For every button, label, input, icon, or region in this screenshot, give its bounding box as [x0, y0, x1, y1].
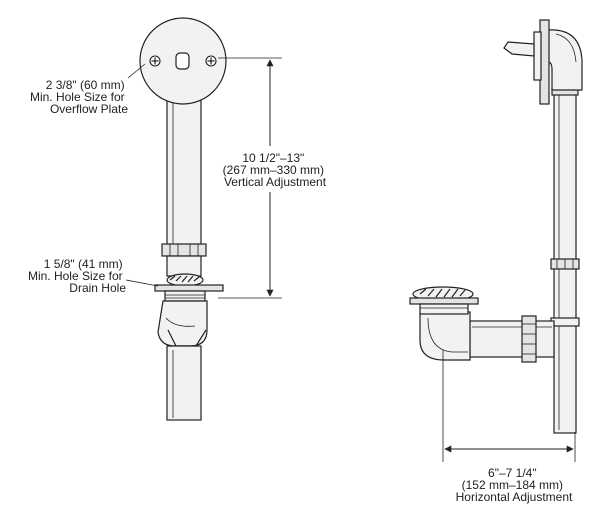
overflow-lever-side [503, 41, 535, 57]
drain-hole-label: 1 5/8" (41 mm) Min. Hole Size for Drain … [28, 257, 126, 295]
overflow-elbow [547, 29, 583, 91]
vertical-adjustment-label: 10 1/2"–13" (267 mm–330 mm) Vertical Adj… [223, 151, 328, 189]
horizontal-coupling [521, 315, 537, 363]
front-view: 2 3/8" (60 mm) Min. Hole Size for Overfl… [28, 17, 342, 421]
horizontal-pipe [469, 320, 555, 358]
tail-pipe [166, 345, 202, 421]
side-drain-strainer [409, 286, 479, 315]
overflow-plate-label: 2 3/8" (60 mm) Min. Hole Size for Overfl… [30, 78, 128, 116]
side-slip-nut [550, 258, 580, 270]
drain-strainer [166, 273, 204, 287]
horizontal-adjustment-label: 6"–7 1/4" (152 mm–184 mm) Horizontal Adj… [456, 466, 573, 504]
overflow-pipe [166, 87, 202, 247]
drain-flange [154, 284, 224, 302]
side-view: 6"–7 1/4" (152 mm–184 mm) Horizontal Adj… [409, 19, 583, 504]
slip-nut-coupling [161, 243, 207, 257]
overflow-screw-right [205, 55, 217, 67]
overflow-lever [175, 52, 190, 70]
overflow-screw-left [149, 55, 161, 67]
drain-shoe [419, 311, 471, 361]
